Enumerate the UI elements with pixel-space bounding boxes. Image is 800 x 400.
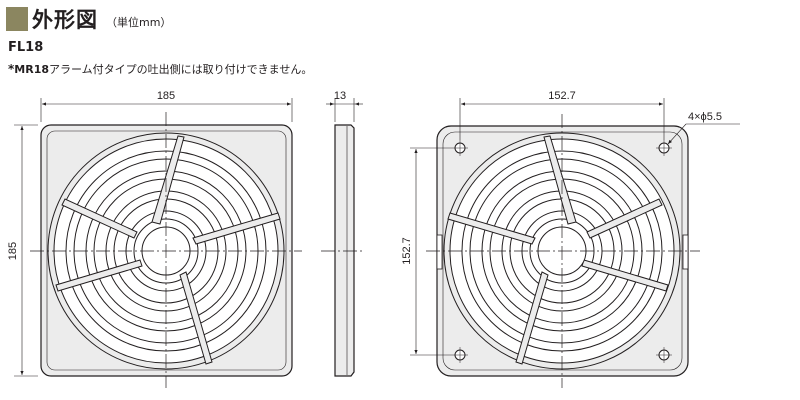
- back-spokes: [447, 135, 669, 365]
- pitch-vertical-label: 152.7: [401, 237, 413, 265]
- section-title: 外形図: [32, 8, 98, 32]
- front-view: 185 185: [7, 90, 302, 388]
- front-height-label: 185: [7, 242, 19, 260]
- side-profile: [334, 124, 355, 377]
- back-view: 152.7 152.7 4×ϕ5.5: [401, 90, 740, 388]
- model-name: FL18: [8, 40, 44, 55]
- note-model-ref: MR18: [14, 63, 50, 76]
- unit-label: （単位mm）: [106, 16, 172, 29]
- front-spokes: [55, 135, 281, 365]
- header-color-square: [6, 7, 28, 31]
- compatibility-note: *MR18アラーム付タイプの吐出側には取り付けできません。: [8, 61, 312, 77]
- side-view: 13: [321, 90, 363, 377]
- hole-spec-label: 4×ϕ5.5: [688, 111, 722, 123]
- side-depth-label: 13: [334, 90, 346, 102]
- note-text: アラーム付タイプの吐出側には取り付けできません。: [49, 63, 313, 76]
- front-width-label: 185: [157, 90, 175, 102]
- note-asterisk: *: [8, 62, 15, 76]
- pitch-horizontal-label: 152.7: [548, 90, 576, 102]
- section-header: 外形図 （単位mm）: [6, 4, 171, 34]
